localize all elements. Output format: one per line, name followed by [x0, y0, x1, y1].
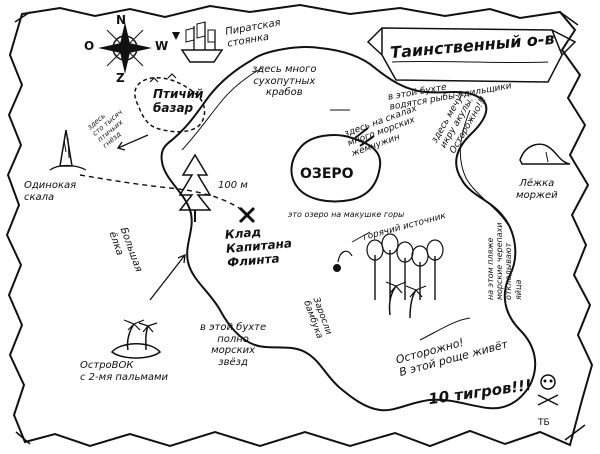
- lake-arrow: [354, 127, 375, 147]
- skull-icon: [537, 374, 559, 406]
- palm-trees-icon: [385, 281, 427, 319]
- pirate-ship-icon: [172, 21, 224, 63]
- title-ribbon: [366, 27, 577, 83]
- palm-island-icon: [110, 319, 162, 359]
- coast-line-inner: [181, 67, 263, 151]
- treasure-x-icon: [238, 206, 256, 224]
- arrow-fir: [149, 253, 186, 301]
- compass-o-label: O: [84, 39, 95, 53]
- compass-z-label: Z: [116, 71, 125, 85]
- lonely-rock-icon: [49, 129, 87, 171]
- big-fir-icon: [178, 153, 212, 222]
- bird-icons: [149, 73, 177, 83]
- trail-dashed: [79, 174, 243, 211]
- title-underline: [391, 60, 549, 64]
- bamboo-grove-icon: [366, 233, 444, 300]
- lake-shape: [290, 134, 382, 203]
- parchment-outline: [5, 3, 594, 448]
- arrow-birds: [116, 134, 149, 151]
- island-outline: [160, 46, 537, 412]
- compass-w-label: W: [155, 39, 169, 53]
- lake-label: ОЗЕРО: [300, 166, 354, 182]
- signature-label: ТБ: [538, 418, 550, 428]
- lake-caption: это озеро на макушке горы: [288, 210, 405, 219]
- compass-n-label: N: [116, 13, 127, 27]
- hot-spring-icon: [333, 231, 371, 272]
- walrus-icon: [519, 143, 571, 165]
- bird-market-dashed-area: [134, 76, 206, 133]
- coast-line-east: [459, 109, 509, 226]
- arrow-grove: [419, 317, 471, 341]
- parchment-curl: [14, 11, 586, 445]
- hundred-m-label: 100 м: [218, 180, 248, 191]
- compass-rose-icon: [98, 22, 152, 74]
